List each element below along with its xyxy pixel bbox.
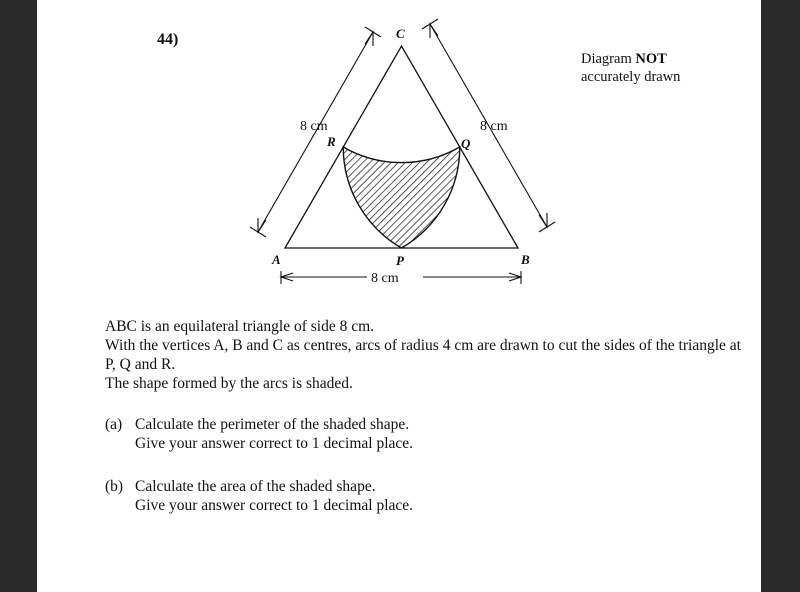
side-label-left: 8 cm [300, 119, 328, 134]
shaded-region [342, 145, 461, 249]
note-not: NOT [635, 51, 667, 67]
note-prefix: Diagram [581, 51, 636, 67]
vertex-label-c: C [396, 26, 405, 41]
side-label-bottom: 8 cm [371, 271, 399, 286]
right-dimension [421, 18, 556, 233]
note-line2: accurately drawn [581, 69, 681, 85]
part-a: (a) Calculate the perimeter of the shaded… [105, 415, 413, 453]
question-intro: ABC is an equilateral triangle of side 8… [105, 317, 745, 393]
point-label-p: P [396, 253, 405, 268]
part-b-label: (b) [105, 478, 124, 495]
worksheet-page: 44) Diagram NOT accurately drawn [37, 0, 761, 592]
part-a-line-1: Calculate the perimeter of the shaded sh… [135, 416, 410, 433]
vertex-label-a: A [271, 252, 281, 267]
intro-line-3: The shape formed by the arcs is shaded. [105, 375, 353, 392]
left-dimension [249, 26, 382, 238]
bottom-dimension [279, 271, 523, 284]
point-label-r: R [326, 134, 336, 149]
part-b: (b) Calculate the area of the shaded shap… [105, 477, 413, 515]
vertex-label-b: B [520, 252, 530, 267]
diagram-note: Diagram NOT accurately drawn [581, 50, 680, 86]
point-label-q: Q [461, 136, 471, 151]
triangle-diagram: A B C P Q R 8 cm 8 cm 8 cm [249, 18, 556, 286]
part-a-line-2: Give your answer correct to 1 decimal pl… [135, 435, 414, 452]
part-a-label: (a) [105, 416, 123, 433]
intro-line-1: ABC is an equilateral triangle of side 8… [105, 318, 375, 335]
part-b-line-2: Give your answer correct to 1 decimal pl… [135, 497, 414, 514]
intro-line-2: With the vertices A, B and C as centres,… [105, 337, 741, 373]
side-label-right: 8 cm [480, 119, 508, 134]
part-b-line-1: Calculate the area of the shaded shape. [135, 478, 376, 495]
question-number: 44) [157, 31, 179, 48]
